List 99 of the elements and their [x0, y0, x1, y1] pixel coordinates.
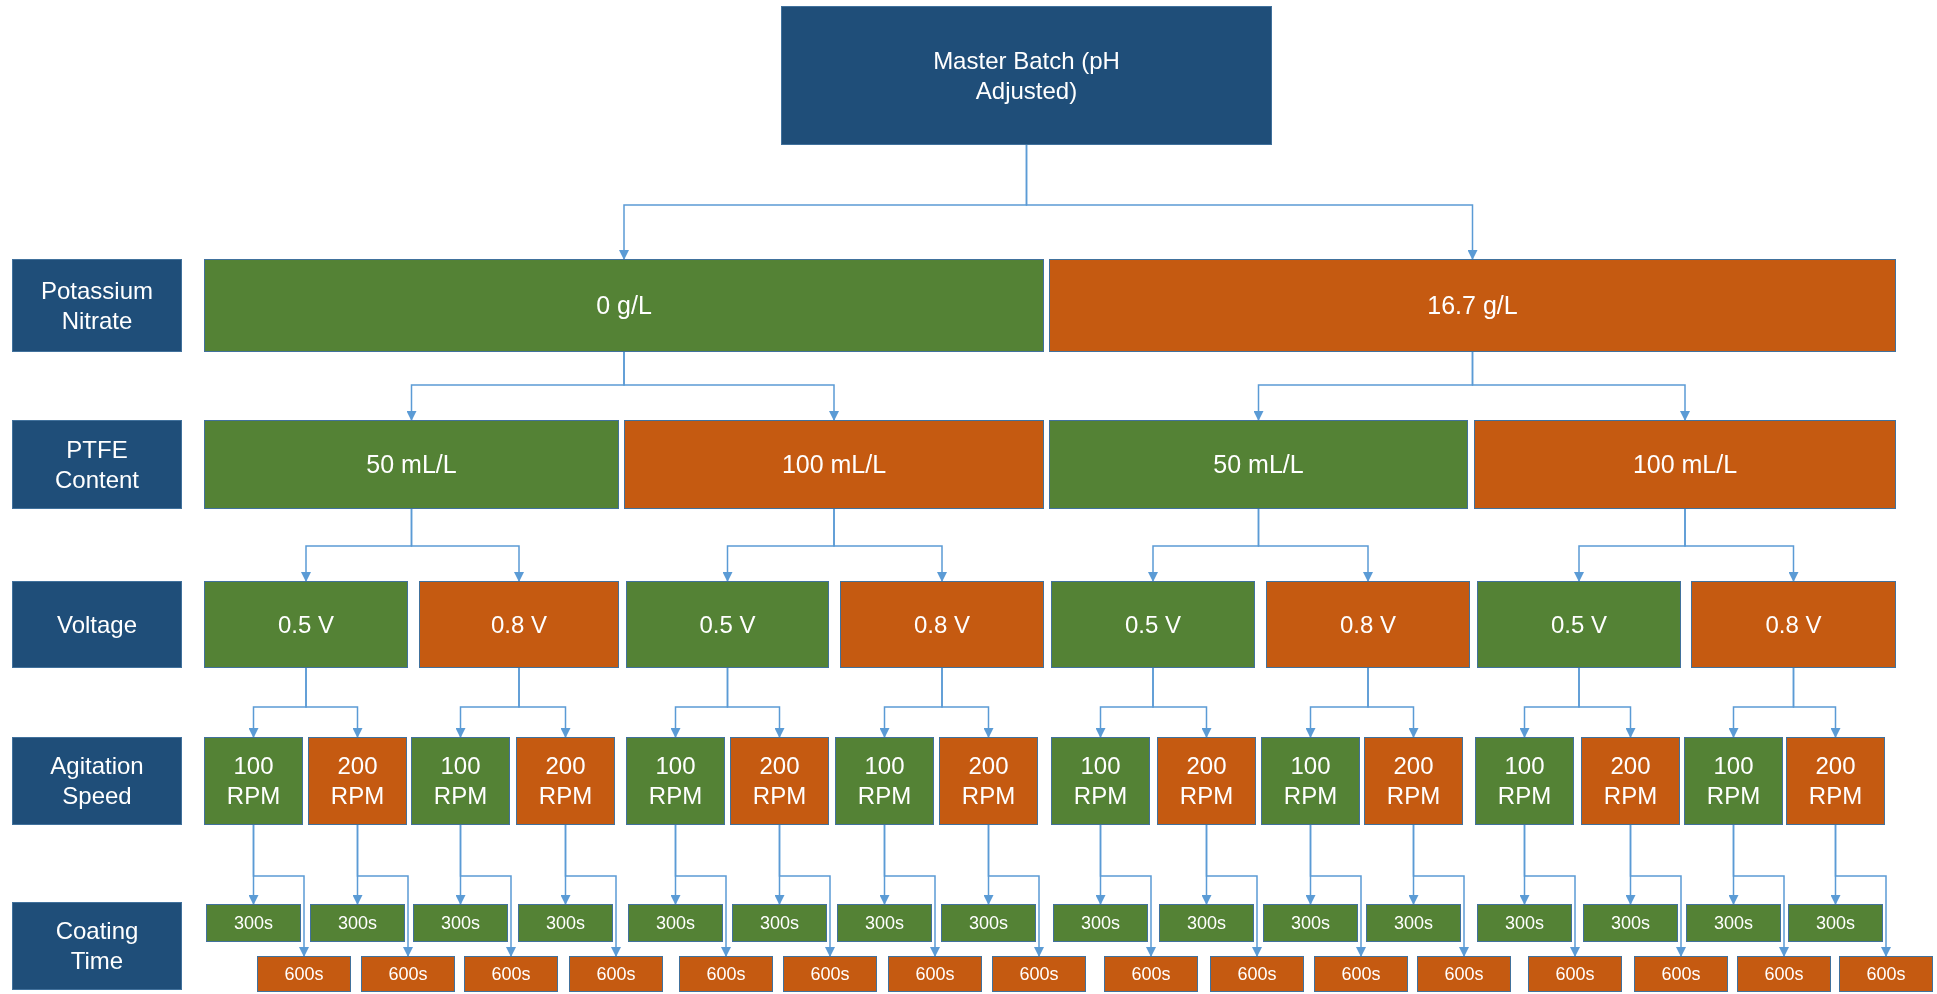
level-box: 0 g/L: [204, 259, 1044, 352]
connector-arrow: [1367, 667, 1419, 738]
level-box: 100 RPM: [1475, 737, 1574, 825]
level-box: 600s: [1737, 956, 1831, 992]
level-box: 100 RPM: [204, 737, 303, 825]
connector-arrow: [1099, 824, 1156, 957]
connector-arrow: [564, 824, 621, 957]
level-box: 100 RPM: [626, 737, 725, 825]
connector-arrow: [1412, 824, 1469, 957]
category-label-box: Potassium Nitrate: [12, 259, 182, 352]
level-box: 100 RPM: [411, 737, 510, 825]
level-box: 300s: [941, 904, 1036, 942]
level-box: 600s: [1634, 956, 1728, 992]
level-box: 200 RPM: [308, 737, 407, 825]
level-box: 300s: [1053, 904, 1148, 942]
level-box: 300s: [837, 904, 932, 942]
level-box: 0.8 V: [1691, 581, 1896, 668]
connector-arrow: [1629, 824, 1686, 957]
level-box: 600s: [257, 956, 351, 992]
level-box: 300s: [1686, 904, 1781, 942]
connector-arrow: [459, 824, 516, 957]
level-box: 600s: [569, 956, 663, 992]
level-box: 600s: [992, 956, 1086, 992]
level-box: 200 RPM: [1786, 737, 1885, 825]
level-box: 0.8 V: [1266, 581, 1470, 668]
level-box: 100 mL/L: [1474, 420, 1896, 509]
level-box: 200 RPM: [1364, 737, 1463, 825]
connector-arrow: [623, 351, 839, 421]
connector-arrow: [1578, 667, 1636, 738]
level-box: 0.5 V: [1051, 581, 1255, 668]
connector-arrow: [1309, 824, 1366, 957]
connector-arrow: [941, 667, 994, 738]
connector-arrow: [778, 824, 835, 957]
connector-arrow: [1471, 351, 1690, 421]
connector-arrow: [883, 824, 940, 957]
connector-arrow: [1152, 667, 1212, 738]
category-label-box: PTFE Content: [12, 420, 182, 509]
connector-arrow: [726, 667, 785, 738]
level-box: 200 RPM: [1157, 737, 1256, 825]
level-box: 100 RPM: [1684, 737, 1783, 825]
connector-arrow: [833, 508, 947, 582]
level-box: 200 RPM: [730, 737, 829, 825]
category-label-box: Agitation Speed: [12, 737, 182, 825]
level-box: 0.5 V: [626, 581, 829, 668]
level-box: 300s: [628, 904, 723, 942]
level-box: 600s: [1104, 956, 1198, 992]
level-box: 300s: [1159, 904, 1254, 942]
level-box: 300s: [518, 904, 613, 942]
connector-arrow: [410, 508, 524, 582]
category-label-box: Voltage: [12, 581, 182, 668]
level-box: 50 mL/L: [1049, 420, 1468, 509]
level-box: 600s: [1528, 956, 1622, 992]
level-box: 100 RPM: [835, 737, 934, 825]
level-box: 200 RPM: [516, 737, 615, 825]
level-box: 600s: [1839, 956, 1933, 992]
level-box: 300s: [732, 904, 827, 942]
level-box: 300s: [1263, 904, 1358, 942]
level-box: 300s: [413, 904, 508, 942]
connector-arrow: [1684, 508, 1799, 582]
level-box: 100 mL/L: [624, 420, 1044, 509]
level-box: 600s: [464, 956, 558, 992]
connector-arrow: [1732, 824, 1789, 957]
level-box: 0.5 V: [204, 581, 408, 668]
level-box: 300s: [1366, 904, 1461, 942]
connector-arrow: [305, 667, 363, 738]
level-box: 100 RPM: [1261, 737, 1360, 825]
level-box: 600s: [1417, 956, 1511, 992]
level-box: 600s: [679, 956, 773, 992]
level-box: 600s: [783, 956, 877, 992]
connector-arrow: [987, 824, 1044, 957]
connector-arrow: [1792, 667, 1841, 738]
level-box: 200 RPM: [939, 737, 1038, 825]
category-label-box: Coating Time: [12, 902, 182, 990]
connector-arrow: [252, 824, 309, 957]
level-box: 600s: [1314, 956, 1408, 992]
level-box: 300s: [1788, 904, 1883, 942]
level-box: 200 RPM: [1581, 737, 1680, 825]
level-box: 300s: [310, 904, 405, 942]
level-box: 100 RPM: [1051, 737, 1150, 825]
level-box: 0.8 V: [419, 581, 619, 668]
connector-arrow: [518, 667, 571, 738]
connector-arrow: [1205, 824, 1262, 957]
root-box: Master Batch (pH Adjusted): [781, 6, 1272, 145]
level-box: 300s: [206, 904, 301, 942]
connector-arrow: [1834, 824, 1891, 957]
level-box: 0.8 V: [840, 581, 1044, 668]
connector-arrow: [1257, 508, 1373, 582]
level-box: 600s: [888, 956, 982, 992]
level-box: 300s: [1477, 904, 1572, 942]
connector-arrow: [674, 824, 731, 957]
level-box: 600s: [1210, 956, 1304, 992]
level-box: 50 mL/L: [204, 420, 619, 509]
connector-arrow: [356, 824, 413, 957]
connector-arrow: [1523, 824, 1580, 957]
level-box: 600s: [361, 956, 455, 992]
level-box: 0.5 V: [1477, 581, 1681, 668]
level-box: 300s: [1583, 904, 1678, 942]
level-box: 16.7 g/L: [1049, 259, 1896, 352]
connector-arrow: [1025, 144, 1478, 260]
